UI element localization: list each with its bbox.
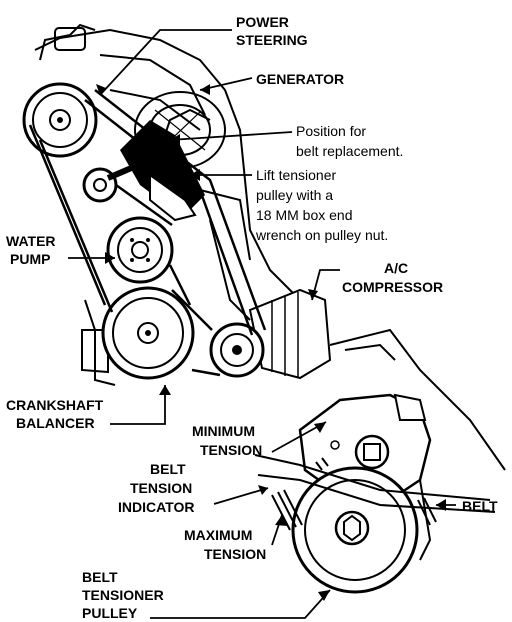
- svg-text:Position for: Position for: [296, 123, 366, 139]
- leader-crankshaft: [110, 385, 166, 425]
- label-belt-tension-indicator: BELT TENSION INDICATOR: [118, 461, 194, 515]
- label-belt: BELT: [462, 498, 498, 514]
- svg-text:MAXIMUM: MAXIMUM: [184, 527, 252, 543]
- svg-text:PULLEY: PULLEY: [82, 605, 138, 621]
- svg-text:BALANCER: BALANCER: [16, 415, 95, 431]
- leader-ac: [311, 269, 340, 301]
- leader-power-steering: [99, 29, 232, 96]
- leader-indicator: [213, 487, 269, 505]
- svg-text:Lift tensioner: Lift tensioner: [256, 167, 336, 183]
- svg-text:TENSIONER: TENSIONER: [82, 587, 164, 603]
- serpentine-belt: [28, 89, 267, 377]
- power-steering-pulley: [22, 82, 98, 158]
- svg-text:wrench on pulley nut.: wrench on pulley nut.: [255, 227, 388, 243]
- label-position-note: Position for belt replacement.: [296, 123, 403, 159]
- svg-text:BELT: BELT: [150, 461, 186, 477]
- leader-tensioner-pulley: [150, 589, 331, 619]
- water-pump-pulley: [106, 216, 174, 284]
- svg-text:COMPRESSOR: COMPRESSOR: [342, 279, 443, 295]
- svg-text:POWER: POWER: [236, 14, 289, 30]
- svg-text:belt replacement.: belt replacement.: [296, 143, 403, 159]
- svg-text:STEERING: STEERING: [236, 32, 308, 48]
- label-water-pump: WATER PUMP: [6, 233, 56, 267]
- label-minimum-tension: MINIMUM TENSION: [192, 423, 262, 458]
- leader-arrowheads: [96, 84, 446, 601]
- label-ac-compressor: A/C COMPRESSOR: [342, 260, 443, 295]
- svg-text:TENSION: TENSION: [130, 480, 192, 496]
- svg-text:WATER: WATER: [6, 233, 56, 249]
- svg-text:BELT: BELT: [82, 569, 118, 585]
- svg-text:A/C: A/C: [384, 260, 408, 276]
- svg-text:MINIMUM: MINIMUM: [192, 423, 255, 439]
- label-generator: GENERATOR: [256, 71, 344, 87]
- svg-text:18 MM box end: 18 MM box end: [256, 207, 353, 223]
- svg-text:INDICATOR: INDICATOR: [118, 499, 194, 515]
- leader-lines: [68, 29, 456, 619]
- label-belt-tensioner-pulley: BELT TENSIONER PULLEY: [82, 569, 164, 621]
- label-crankshaft-balancer: CRANKSHAFT BALANCER: [6, 397, 104, 431]
- tensioner-inset: [254, 328, 506, 594]
- label-maximum-tension: MAXIMUM TENSION: [184, 527, 266, 562]
- svg-text:CRANKSHAFT: CRANKSHAFT: [6, 397, 104, 413]
- svg-text:pulley with a: pulley with a: [256, 187, 333, 203]
- label-power-steering: POWER STEERING: [236, 14, 308, 48]
- leader-position: [169, 131, 293, 141]
- hand-with-wrench: [106, 120, 205, 222]
- svg-text:PUMP: PUMP: [10, 251, 50, 267]
- svg-text:TENSION: TENSION: [204, 546, 266, 562]
- label-lift-note: Lift tensioner pulley with a 18 MM box e…: [255, 167, 388, 243]
- svg-text:TENSION: TENSION: [200, 442, 262, 458]
- crankshaft-balancer-pulley: [101, 286, 195, 380]
- ac-compressor: [209, 288, 332, 380]
